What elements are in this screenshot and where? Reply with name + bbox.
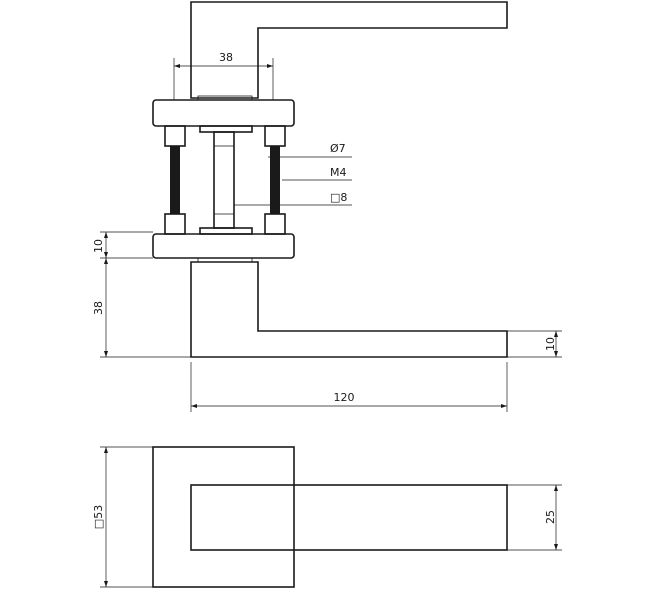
dim-label-10-left: 10 <box>92 239 105 253</box>
dim-label-m4: M4 <box>330 166 347 179</box>
dim-label-25: 25 <box>544 510 557 524</box>
dim-label-120: 120 <box>334 391 355 404</box>
dim-label-dia7: Ø7 <box>330 142 346 155</box>
bottom-rosette <box>152 227 295 263</box>
bolt-assembly <box>164 125 286 235</box>
bolt-leaders: Ø7 M4 □8 <box>234 142 352 206</box>
dimension-25: 25 <box>507 484 562 551</box>
dim-label-38-top: 38 <box>219 51 233 64</box>
dim-label-10-right: 10 <box>544 337 557 351</box>
dimension-sq53: □53 <box>92 446 153 588</box>
dim-label-sq53: □53 <box>92 505 105 529</box>
top-view-handle <box>190 484 508 551</box>
dimension-right-10: 10 <box>507 330 562 358</box>
top-view-rosette <box>152 446 295 588</box>
dim-label-38-left: 38 <box>92 301 105 315</box>
top-rosette <box>152 95 295 133</box>
dim-label-sq8: □8 <box>330 191 347 204</box>
top-lever-handle <box>190 1 508 99</box>
dimension-top-38: 38 <box>173 51 274 100</box>
bottom-lever-handle <box>190 261 508 358</box>
dimension-120: 120 <box>190 362 508 412</box>
dimension-left-10-38: 10 38 <box>92 231 191 358</box>
